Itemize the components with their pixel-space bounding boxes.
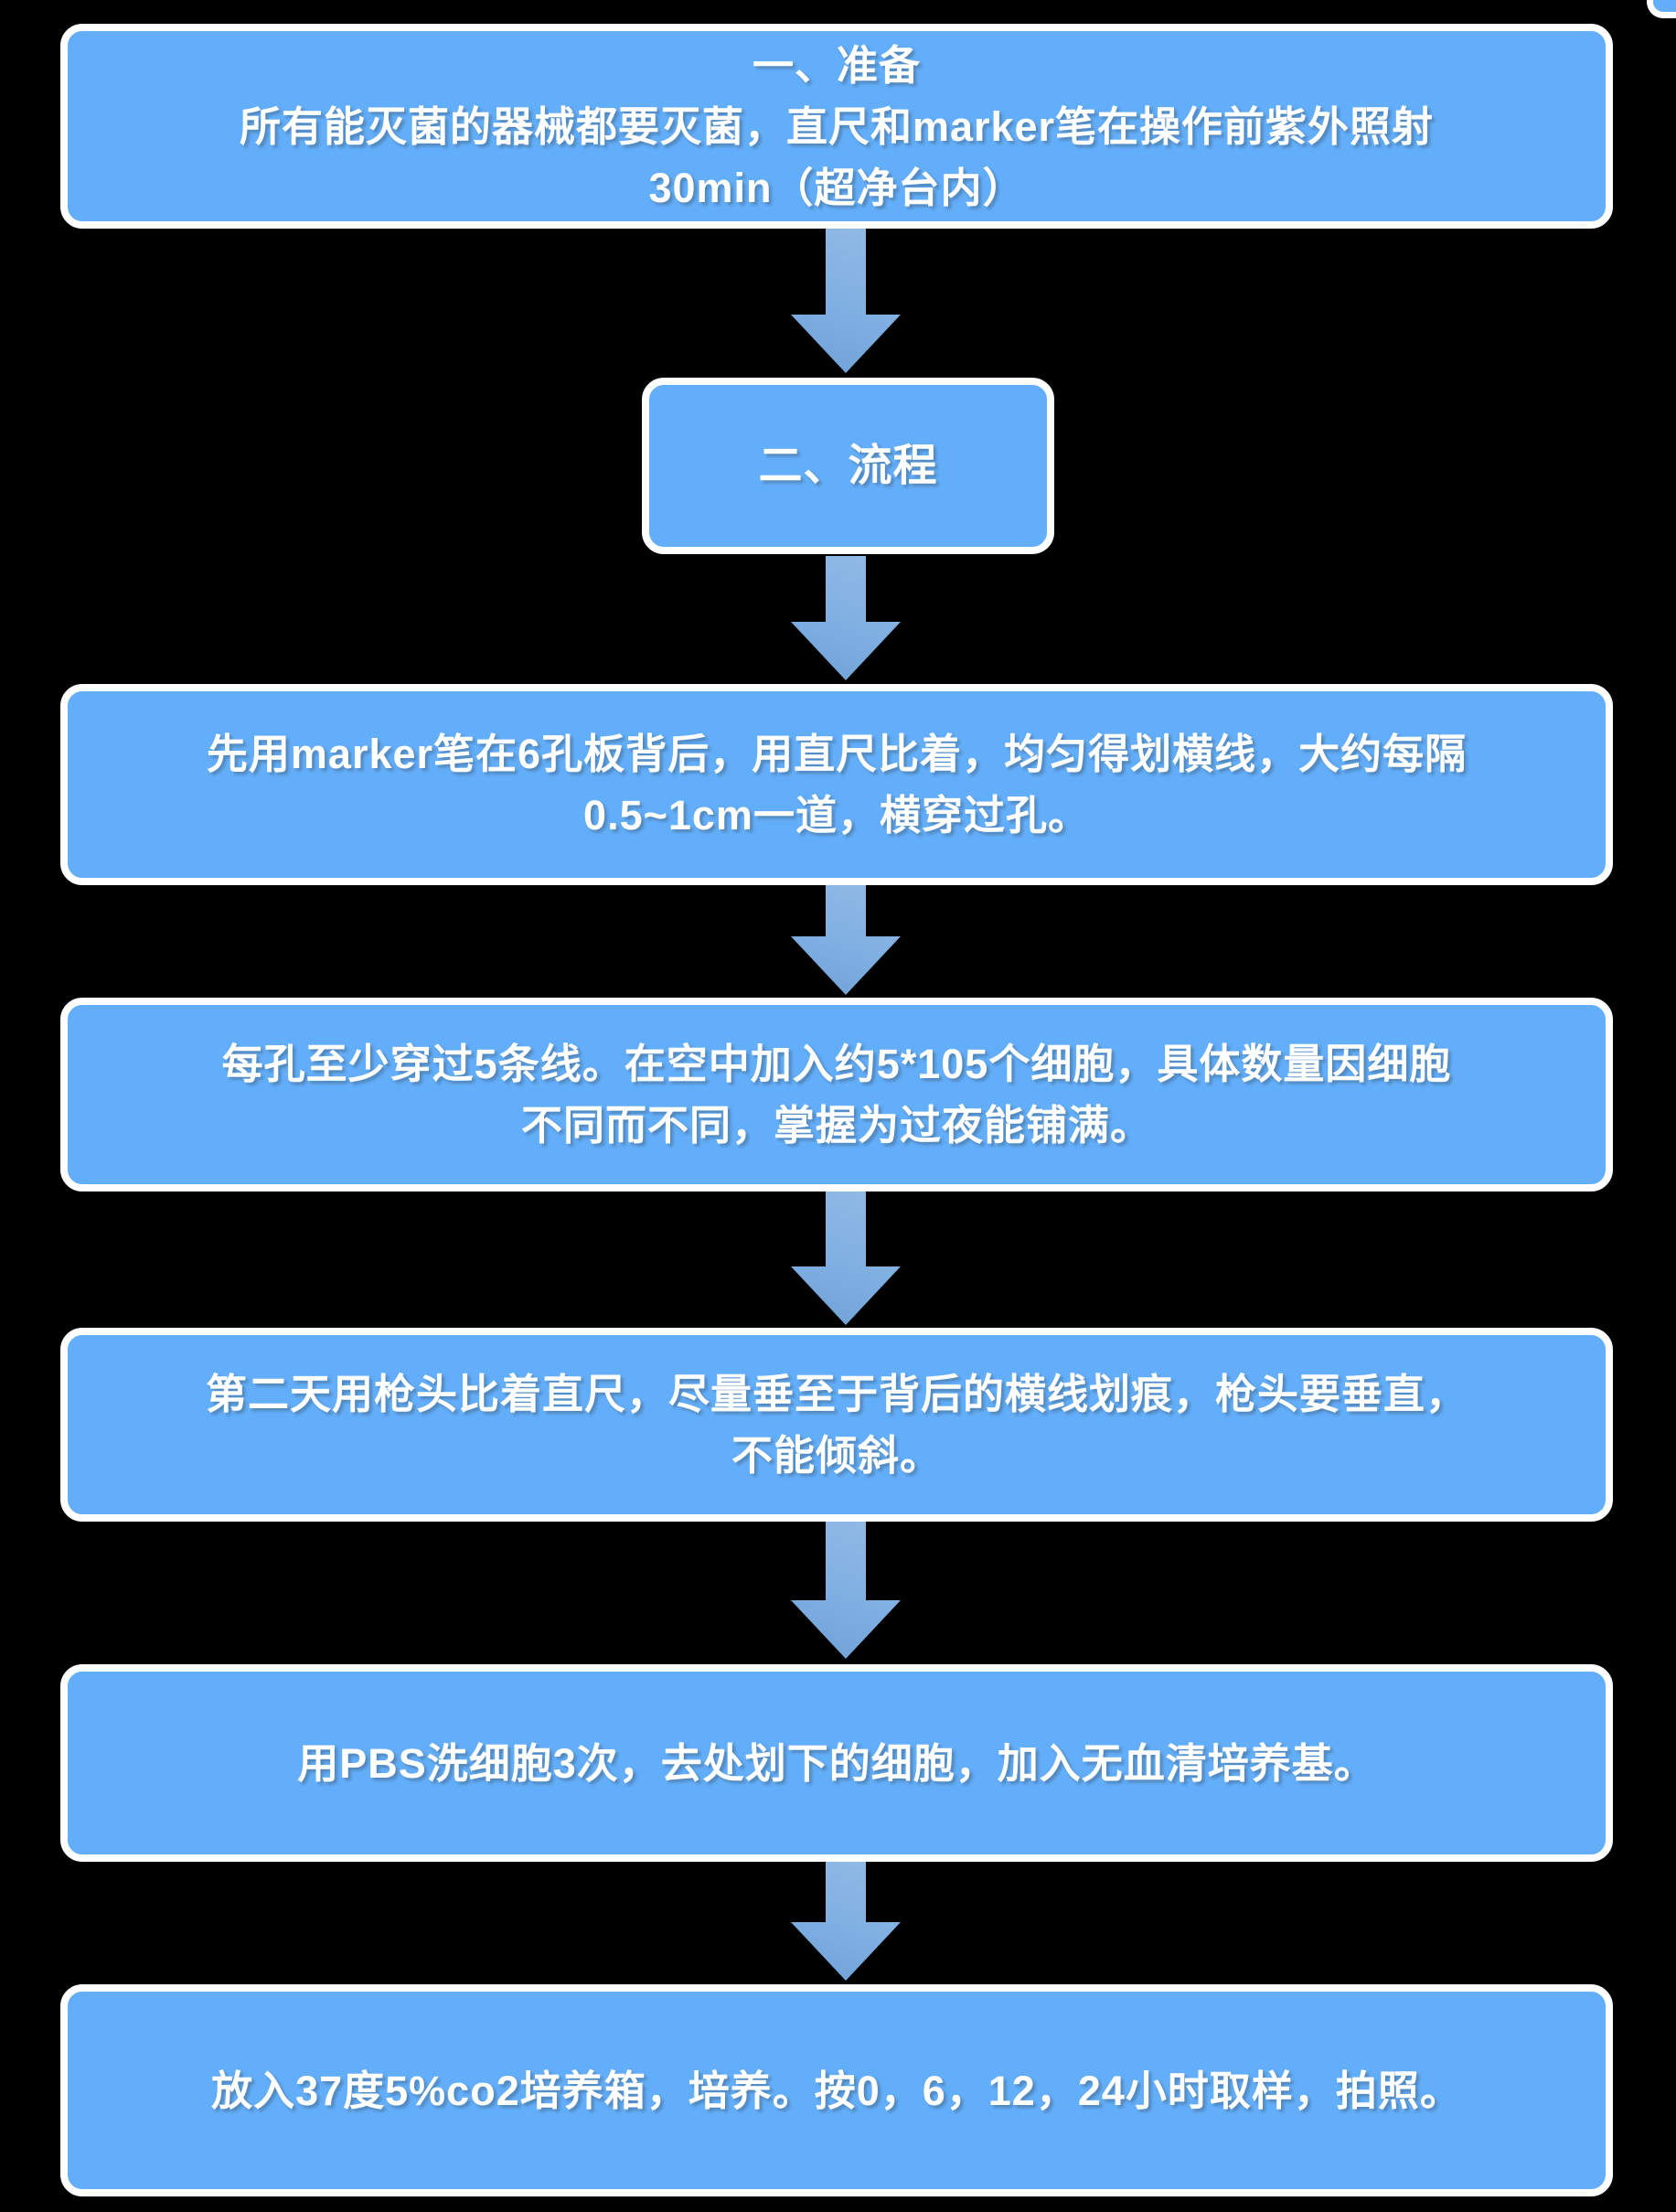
flow-node-text: 每孔至少穿过5条线。在空中加入约5*105个细胞，具体数量因细胞 不同而不同，掌… xyxy=(68,1033,1606,1156)
flow-node-process-title: 二、流程 xyxy=(642,378,1054,554)
flow-node-text: 一、准备 所有能灭菌的器械都要灭菌，直尺和marker笔在操作前紫外照射 30m… xyxy=(68,35,1606,219)
down-arrow-icon xyxy=(791,229,901,373)
text-line: 二、流程 xyxy=(758,441,938,490)
text-line: 30min（超净台内） xyxy=(648,164,1025,211)
flow-node-text: 二、流程 xyxy=(649,439,1047,494)
flow-node-step-seed-cells: 每孔至少穿过5条线。在空中加入约5*105个细胞，具体数量因细胞 不同而不同，掌… xyxy=(60,998,1613,1191)
down-arrow-icon xyxy=(791,1522,901,1659)
text-line: 每孔至少穿过5条线。在空中加入约5*105个细胞，具体数量因细胞 xyxy=(221,1041,1452,1087)
flow-node-text: 放入37度5%co2培养箱，培养。按0，6，12，24小时取样，拍照。 xyxy=(68,2060,1606,2121)
clipped-shape-fragment xyxy=(1647,0,1676,18)
flow-node-step-incubate: 放入37度5%co2培养箱，培养。按0，6，12，24小时取样，拍照。 xyxy=(60,1984,1613,2196)
flow-node-text: 第二天用枪头比着直尺，尽量垂至于背后的横线划痕，枪头要垂直， 不能倾斜。 xyxy=(68,1363,1606,1486)
text-line: 先用marker笔在6孔板背后，用直尺比着，均匀得划横线，大约每隔 xyxy=(206,731,1468,777)
flow-node-preparation: 一、准备 所有能灭菌的器械都要灭菌，直尺和marker笔在操作前紫外照射 30m… xyxy=(60,24,1613,229)
text-line: 0.5~1cm一道，横穿过孔。 xyxy=(583,792,1090,839)
flow-node-step-wash: 用PBS洗细胞3次，去处划下的细胞，加入无血清培养基。 xyxy=(60,1664,1613,1862)
flow-node-text: 先用marker笔在6孔板背后，用直尺比着，均匀得划横线，大约每隔 0.5~1c… xyxy=(68,723,1606,846)
text-line: 不同而不同，掌握为过夜能铺满。 xyxy=(520,1102,1152,1149)
text-line: 放入37度5%co2培养箱，培养。按0，6，12，24小时取样，拍照。 xyxy=(211,2067,1462,2114)
text-line: 一、准备 xyxy=(752,41,921,89)
flow-node-step-draw-lines: 先用marker笔在6孔板背后，用直尺比着，均匀得划横线，大约每隔 0.5~1c… xyxy=(60,684,1613,885)
text-line: 第二天用枪头比着直尺，尽量垂至于背后的横线划痕，枪头要垂直， xyxy=(205,1371,1468,1417)
text-line: 不能倾斜。 xyxy=(731,1432,942,1479)
down-arrow-icon xyxy=(791,1191,901,1325)
down-arrow-icon xyxy=(791,556,901,680)
down-arrow-icon xyxy=(791,885,901,995)
text-line: 用PBS洗细胞3次，去处划下的细胞，加入无血清培养基。 xyxy=(297,1739,1376,1787)
flow-node-text: 用PBS洗细胞3次，去处划下的细胞，加入无血清培养基。 xyxy=(68,1733,1606,1794)
flow-node-step-scratch: 第二天用枪头比着直尺，尽量垂至于背后的横线划痕，枪头要垂直， 不能倾斜。 xyxy=(60,1328,1613,1522)
text-line: 所有能灭菌的器械都要灭菌，直尺和marker笔在操作前紫外照射 xyxy=(239,102,1435,150)
down-arrow-icon xyxy=(791,1862,901,1981)
